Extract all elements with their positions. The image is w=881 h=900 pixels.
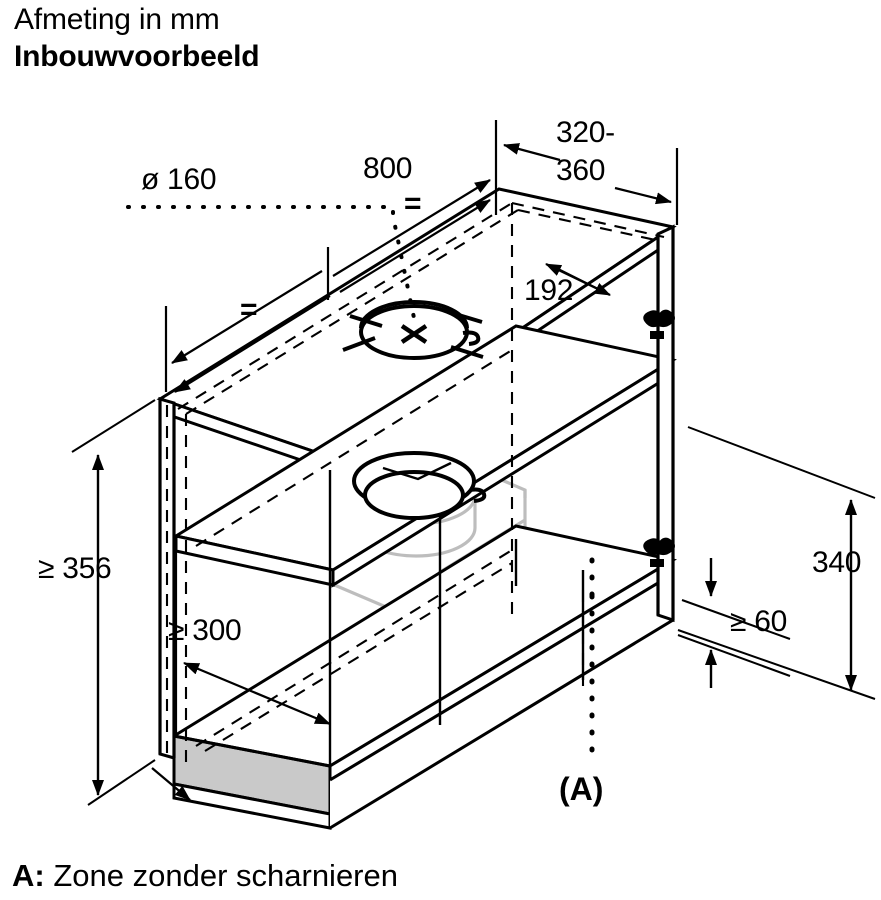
hinge-lower-body	[643, 537, 675, 556]
dim-cabinet-depth-range	[503, 143, 679, 225]
dim-cabinet-width	[164, 120, 498, 393]
dim-min-shelf-depth	[183, 661, 331, 726]
dim-label-cabinet-width: 800	[363, 152, 413, 185]
dim-label-side-panel-height: 340	[812, 546, 862, 579]
circle-crosshair-icon	[342, 300, 484, 360]
dim-label-duct-diameter: ø 160	[141, 163, 217, 196]
dim-width-arrow-right	[332, 179, 491, 277]
hidden-line-bottom-rear-b	[204, 562, 513, 752]
dim-300-arrow	[183, 661, 331, 726]
legend-text: Zone zonder scharnieren	[53, 858, 398, 893]
dim-width-arrow-left	[171, 270, 323, 364]
dim-bottom-zone-leader	[151, 767, 191, 801]
hinge-lower-base	[650, 559, 664, 567]
page-title-unit: Afmeting in mm	[14, 3, 220, 36]
zone-a-band-bottom	[174, 736, 330, 814]
zone-reference-label: (A)	[559, 771, 604, 807]
legend-key: A:	[12, 858, 45, 893]
dim-label-min-shelf-depth: ≥ 300	[168, 614, 242, 647]
duct-collar-tab	[469, 487, 487, 503]
bottom-zone-arrow	[151, 767, 191, 801]
dim-min-bottom-clearance	[677, 558, 791, 688]
legend: A: Zone zonder scharnieren	[12, 858, 398, 894]
hidden-line-top-rear-a	[177, 202, 513, 410]
equal-marker-right: =	[404, 187, 422, 220]
hidden-line-top-rear-b	[185, 209, 519, 415]
hinge-upper-body	[643, 309, 675, 328]
dim-width-arrow-left-lower	[174, 295, 331, 393]
hinge-icon-lower	[643, 537, 675, 567]
hinge-icon-upper	[643, 309, 675, 339]
dim-label-depth-range-line1: 320-	[556, 116, 615, 149]
dim-356-extline-top	[71, 399, 156, 453]
page-title-example: Inbouwvoorbeeld	[14, 40, 260, 73]
dim-340-extline-bottom	[677, 629, 876, 700]
duct-collar-inner-top	[363, 470, 465, 520]
duct-collar-icon	[352, 451, 487, 520]
hidden-line-top-right-rear-b	[517, 208, 661, 243]
equal-marker-left: =	[240, 293, 258, 326]
dim-min-inner-height	[71, 399, 156, 806]
vent-radial-ticks	[342, 311, 484, 359]
vent-tab	[462, 330, 481, 346]
hinge-upper-base	[650, 331, 664, 339]
dim-label-depth-range-line2: 360	[556, 154, 606, 187]
hidden-lines-group	[165, 201, 665, 762]
dim-width-arrow-right-lower	[339, 199, 491, 293]
dim-duct-offset	[545, 263, 611, 296]
dim-depth-arrow-right	[614, 186, 672, 205]
dim-label-min-bottom-clearance: ≥ 60	[730, 605, 787, 638]
dim-duct-diameter-leader	[126, 205, 416, 320]
dim-label-min-inner-height: ≥ 356	[38, 552, 112, 585]
dim-side-panel-height	[677, 426, 876, 700]
dim-60-extline-bottom	[677, 634, 791, 677]
dim-depth-arrow-left	[503, 143, 561, 162]
duct-collar-brace	[382, 461, 452, 481]
dim-340-extline-top	[687, 426, 876, 499]
dim-356-extline-bottom	[87, 759, 156, 806]
dim-label-duct-offset: 192	[524, 274, 574, 307]
vent-center-cross	[400, 324, 428, 344]
dim-60-extline-top	[681, 599, 791, 640]
dim-192-arrow-right	[555, 267, 611, 296]
hidden-line-top-right-rear	[511, 201, 665, 239]
